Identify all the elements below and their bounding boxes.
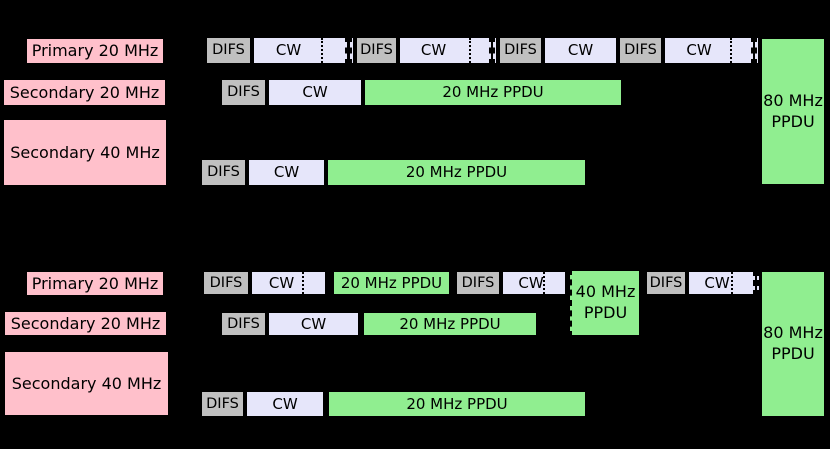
ppdu-80-label-line1: 80 MHz xyxy=(763,90,823,110)
difs-box: DIFS xyxy=(220,78,267,107)
ppdu-20-box: 20 MHz PPDU xyxy=(332,270,451,296)
difs-box: DIFS xyxy=(455,270,501,296)
cw-box: CW xyxy=(250,270,327,296)
cw-label: CW xyxy=(686,41,712,59)
channel-label-primary-20: Primary 20 MHz xyxy=(25,37,165,65)
ppdu-20-box: 20 MHz PPDU xyxy=(362,311,538,337)
cw-box: CW xyxy=(501,270,567,296)
cw-dotted-divider xyxy=(730,38,733,63)
cw-box: CW xyxy=(245,390,325,418)
cw-box: CW xyxy=(543,36,618,65)
cw-box: CW xyxy=(267,78,363,107)
difs-box: DIFS xyxy=(645,270,687,296)
ppdu-20-box: 20 MHz PPDU xyxy=(326,158,587,187)
cw-label: CW xyxy=(275,41,302,59)
cw-dotted-divider xyxy=(468,38,471,63)
cw-break-sliver xyxy=(493,36,498,65)
cw-break-sliver xyxy=(350,36,355,65)
cw-label: CW xyxy=(518,273,544,292)
ppdu-80-label-line2: PPDU xyxy=(771,111,815,131)
cw-dotted-divider xyxy=(302,272,305,294)
channel-label-secondary-20: Secondary 20 MHz xyxy=(2,78,167,107)
difs-box: DIFS xyxy=(200,390,245,418)
cw-dotted-divider xyxy=(542,272,545,294)
ppdu-20-box: 20 MHz PPDU xyxy=(363,78,623,107)
ppdu-80-label-line1: 80 MHz xyxy=(763,323,823,343)
ppdu-20-box: 20 MHz PPDU xyxy=(327,390,587,418)
ppdu-80-label-line2: PPDU xyxy=(771,344,815,363)
channel-label-secondary-40: Secondary 40 MHz xyxy=(3,350,170,417)
difs-box: DIFS xyxy=(200,158,247,187)
channel-label-secondary-20: Secondary 20 MHz xyxy=(3,310,168,337)
cw-dotted-divider xyxy=(731,272,734,294)
cw-label: CW xyxy=(420,41,447,59)
difs-box: DIFS xyxy=(220,311,267,337)
cw-box: CW xyxy=(687,270,755,296)
channel-label-primary-20: Primary 20 MHz xyxy=(25,270,165,297)
cw-label: CW xyxy=(704,273,730,292)
ppdu-40-label-line2: PPDU xyxy=(583,303,628,322)
ppdu-40-label-line1: 40 MHz xyxy=(575,282,636,302)
cw-label: CW xyxy=(268,273,295,292)
difs-box: DIFS xyxy=(205,36,252,65)
difs-box: DIFS xyxy=(498,36,543,65)
cw-break-sliver xyxy=(755,36,760,65)
ppdu-80-box: 80 MHz PPDU xyxy=(760,37,826,186)
cw-box: CW xyxy=(663,36,753,65)
cw-dotted-divider xyxy=(321,38,324,63)
ppdu-40-box: 40 MHz PPDU xyxy=(570,269,641,337)
difs-box: DIFS xyxy=(202,270,250,296)
channel-label-secondary-40: Secondary 40 MHz xyxy=(2,118,168,187)
cw-box: CW xyxy=(252,36,347,65)
cw-box: CW xyxy=(247,158,326,187)
difs-box: DIFS xyxy=(618,36,663,65)
cw-box: CW xyxy=(267,311,360,337)
cw-box: CW xyxy=(398,36,491,65)
ppdu-80-box: 80 MHz PPDU xyxy=(760,270,826,418)
difs-box: DIFS xyxy=(355,36,398,65)
